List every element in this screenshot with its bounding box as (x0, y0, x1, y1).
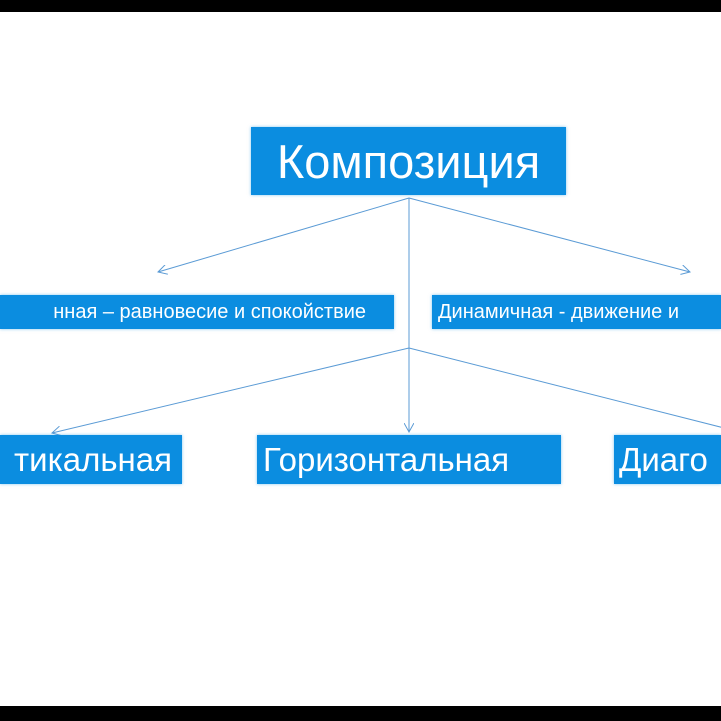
diagonal-label: Диаго (619, 440, 708, 478)
root-label: Композиция (276, 134, 541, 188)
horizontal-label: Горизонтальная (263, 440, 510, 478)
arrow-root-to-dynamic (408, 197, 690, 272)
arrow-to-diagonal (408, 347, 721, 428)
static-label: нная – равновесие и спокойствие (53, 300, 366, 323)
top-letterbox (0, 0, 721, 12)
box-vertical: тикальная (0, 435, 182, 484)
arrow-to-vertical (52, 347, 410, 433)
box-horizontal: Горизонтальная (257, 435, 561, 484)
arrow-root-to-static (158, 197, 410, 272)
box-dynamic: Динамичная - движение и (432, 295, 721, 329)
root-box-composition: Композиция (251, 127, 566, 195)
dynamic-label: Динамичная - движение и (438, 300, 680, 323)
vertical-label: тикальная (14, 440, 172, 478)
bottom-letterbox (0, 706, 721, 721)
box-static: нная – равновесие и спокойствие (0, 295, 394, 329)
box-diagonal: Диаго (614, 435, 721, 484)
